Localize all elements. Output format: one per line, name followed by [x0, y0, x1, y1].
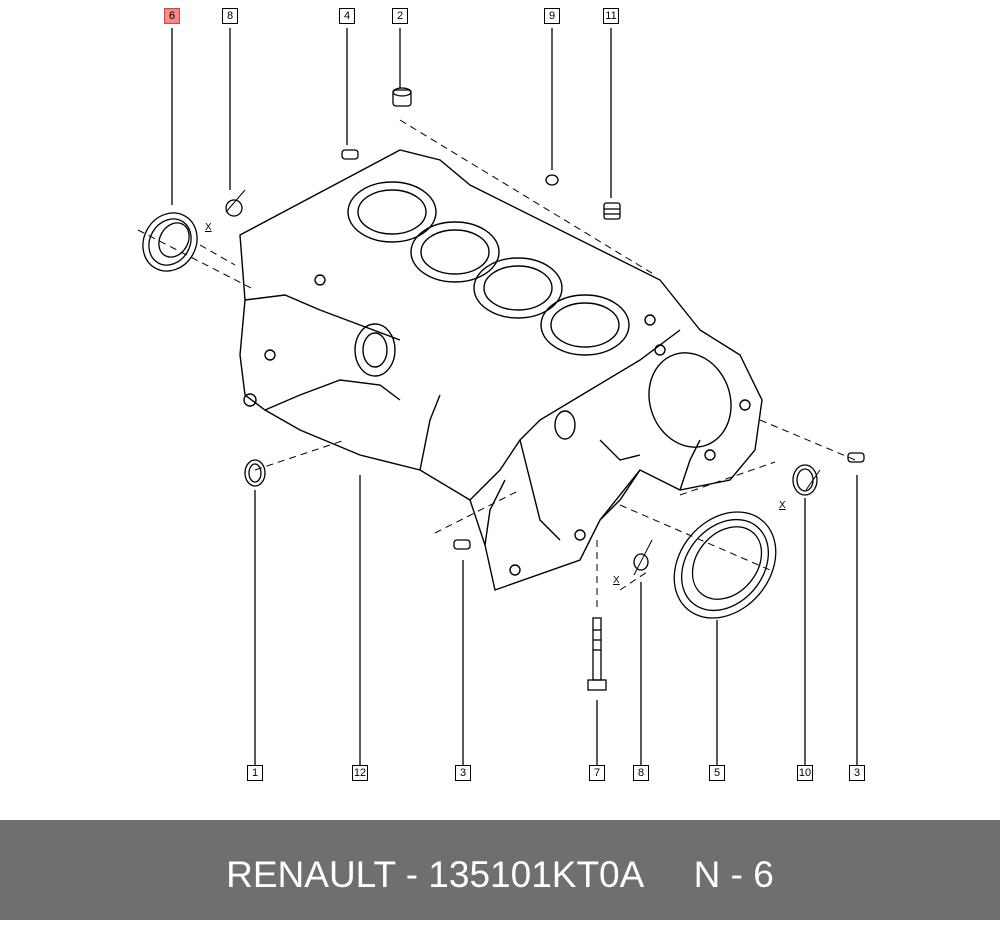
part-label-9[interactable]: 9	[544, 8, 560, 24]
cylinder-block	[239, 149, 763, 591]
part-label-2[interactable]: 2	[392, 8, 408, 24]
part-label-4[interactable]: 4	[339, 8, 355, 24]
part-label-12[interactable]: 12	[352, 765, 368, 781]
footer-bar: RENAULT - 135101KT0A N - 6	[0, 820, 1000, 920]
part-label-8-bottom[interactable]: 8	[633, 765, 649, 781]
crankshaft-seal-right	[673, 511, 777, 619]
part-label-5[interactable]: 5	[709, 765, 725, 781]
crankshaft-seal-left	[142, 212, 198, 272]
dowel-pin-3-right	[847, 452, 865, 463]
leader-lines	[171, 28, 858, 765]
part-label-3-right[interactable]: 3	[849, 765, 865, 781]
x-mark-left: X	[205, 222, 212, 233]
plug-11	[603, 202, 621, 220]
assembly-lines	[137, 119, 861, 610]
x-mark-right: X	[779, 500, 786, 511]
engine-block-exploded-view	[137, 28, 865, 765]
dowel-pin-4	[341, 149, 359, 160]
part-label-7[interactable]: 7	[589, 765, 605, 781]
plug-2	[392, 87, 412, 107]
dowel-pin-8-top	[225, 199, 243, 217]
part-label-10[interactable]: 10	[797, 765, 813, 781]
part-label-3-left[interactable]: 3	[455, 765, 471, 781]
bolt-7	[587, 617, 607, 691]
part-label-6[interactable]: 6	[164, 8, 180, 24]
dowel-pin-9	[545, 174, 559, 186]
part-label-11[interactable]: 11	[603, 8, 619, 24]
dowel-pin-8-bottom	[633, 553, 649, 571]
x-mark-bottom: X	[613, 575, 620, 586]
part-reference-text: RENAULT - 135101KT0A N - 6	[226, 854, 774, 895]
ring-1	[244, 459, 266, 487]
dowel-pin-3-left	[453, 539, 471, 550]
part-label-1[interactable]: 1	[247, 765, 263, 781]
part-label-8-top[interactable]: 8	[222, 8, 238, 24]
